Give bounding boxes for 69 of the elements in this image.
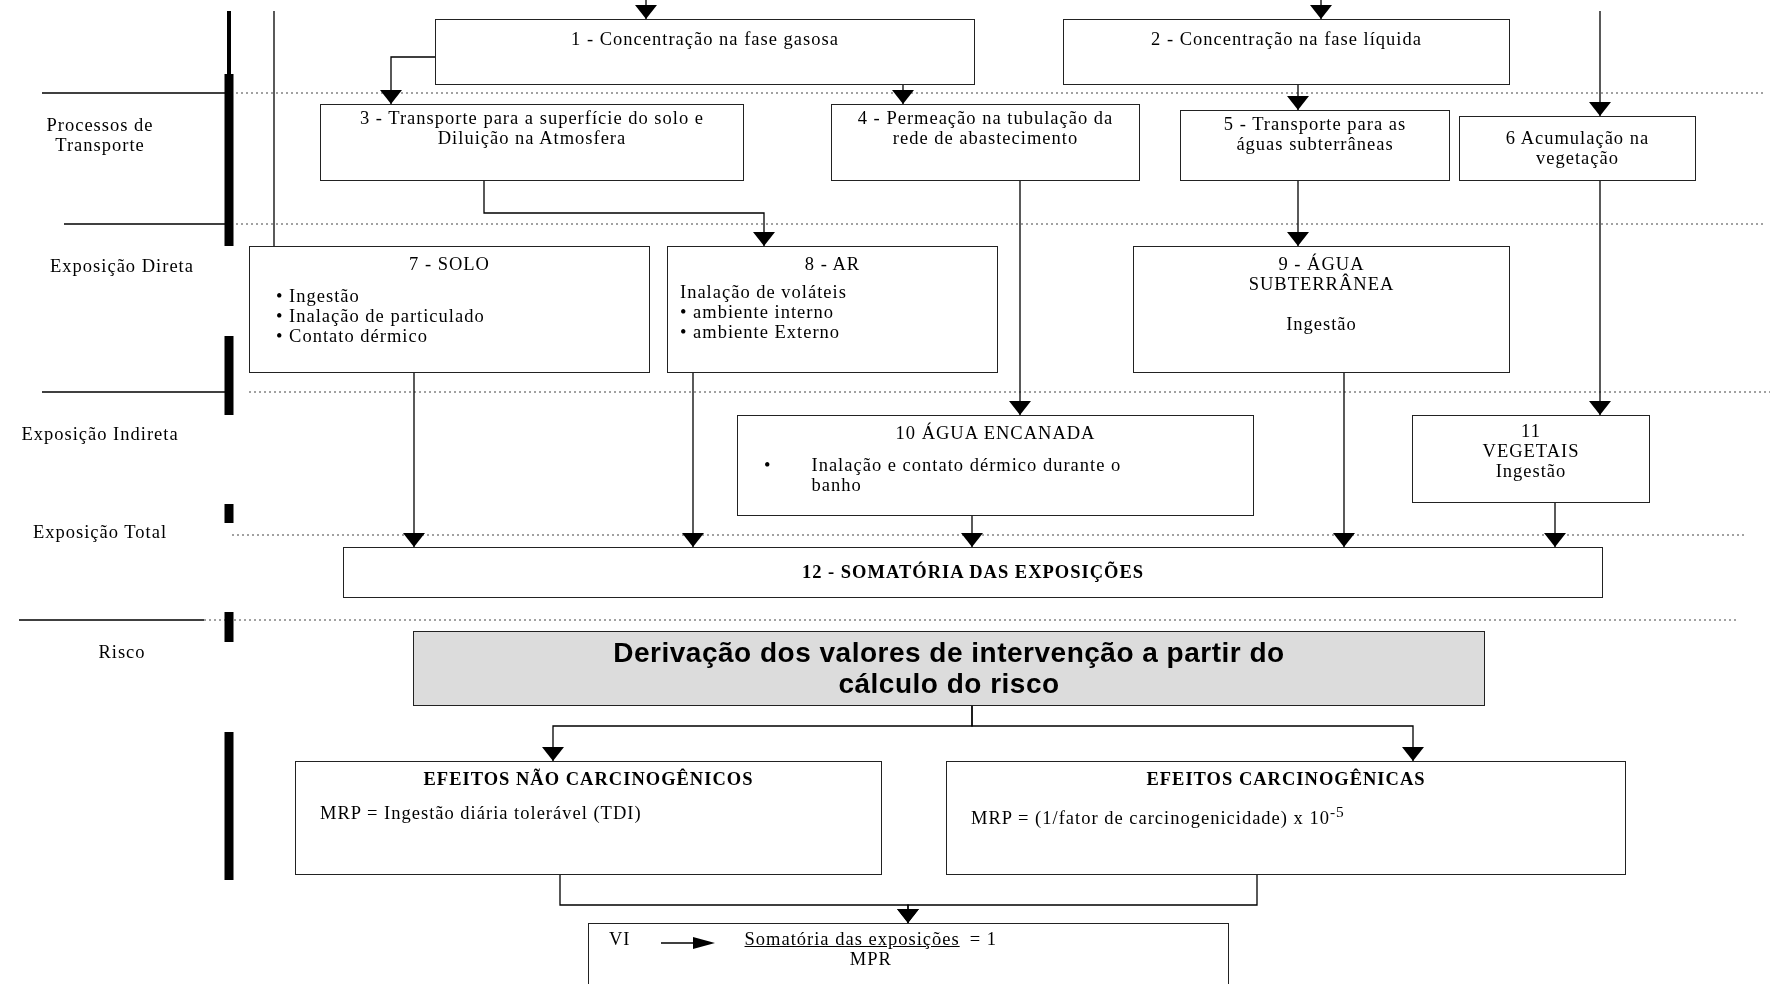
box-text: 6 Acumulação na vegetação: [1504, 129, 1651, 169]
arrow: [483, 180, 775, 247]
arrow: [403, 372, 425, 548]
box-title: 11 VEGETAIS: [1481, 422, 1581, 462]
process-box: [1133, 246, 1510, 373]
vi-text: VI: [609, 930, 631, 950]
box-text: 1 - Concentração na fase gasosa: [571, 30, 839, 50]
bullet-item: • Contato dérmico: [275, 326, 428, 347]
process-box: [1063, 19, 1510, 85]
arrow: [1287, 84, 1309, 111]
process-box: [1412, 415, 1650, 503]
bullet-glyph: •: [764, 455, 772, 476]
bullet-item: • ambiente interno: [680, 302, 835, 323]
formula-text: MRP = Ingestão diária tolerável (TDI): [319, 803, 642, 824]
box-title: 12 - SOMATÓRIA DAS EXPOSIÇÕES: [801, 562, 1145, 583]
arrow: [1287, 180, 1309, 247]
fraction-numerator: Somatória das exposições: [744, 930, 960, 950]
row-label: Processos de Transporte: [45, 116, 155, 156]
process-box: [295, 761, 882, 875]
bullet-item: • Inalação de particulado: [275, 306, 486, 327]
arrow: [1333, 372, 1355, 548]
arrow: [1589, 180, 1611, 416]
box-text: Inalação e contato dérmico durante o banho: [811, 455, 1123, 496]
box-title: 10 ÁGUA ENCANADA: [895, 424, 1096, 444]
fraction-denominator: MPR: [849, 949, 892, 970]
process-box: [831, 104, 1140, 181]
equation-text: = 1: [969, 930, 997, 950]
box-title: 9 - ÁGUA SUBTERRÂNEA: [1247, 255, 1396, 295]
box-text: Ingestão: [1286, 314, 1357, 335]
box-text: 2 - Concentração na fase líquida: [1151, 30, 1422, 50]
arrow: [961, 515, 983, 548]
bullet-item: • ambiente Externo: [680, 322, 842, 343]
arrow: [635, 0, 657, 20]
row-label: Exposição Indireta: [20, 423, 180, 446]
box-text: 3 - Transporte para a superfície do solo e Diluição na Atmosfera: [358, 109, 706, 149]
box-text: Ingestão: [1495, 461, 1567, 482]
arrow: [380, 56, 436, 105]
row-label: Exposição Direta: [49, 255, 195, 278]
arrow: [892, 84, 914, 105]
arrow: [1544, 502, 1566, 548]
row-label: Risco: [97, 643, 147, 663]
arrow: [971, 705, 1424, 762]
box-title: EFEITOS CARCINOGÊNICAS: [1146, 770, 1426, 790]
box-title: EFEITOS NÃO CARCINOGÊNICOS: [423, 770, 754, 790]
box-title: 7 - SOLO: [409, 255, 490, 275]
bullet-item: • Ingestão: [275, 286, 361, 307]
process-box: [588, 923, 1229, 984]
process-box: [1180, 110, 1450, 181]
process-box: [1459, 116, 1696, 181]
box-title: 8 - AR: [804, 255, 861, 275]
box-text: 4 - Permeação na tubulação da rede de abastecimento: [856, 109, 1115, 149]
highlight-box: [413, 631, 1485, 706]
process-box: [320, 104, 744, 181]
process-box: [667, 246, 998, 373]
process-box: [737, 415, 1254, 516]
process-box: [946, 761, 1626, 875]
arrow: [682, 372, 704, 548]
arrow: [1310, 0, 1332, 20]
process-box: [249, 246, 650, 373]
formula-text: MRP = (1/fator de carcinogenicidade) x 10$^{-5}$: [970, 803, 1345, 830]
box-text: Inalação de voláteis: [680, 282, 847, 303]
arrow: [897, 874, 1258, 924]
arrow: [1589, 10, 1611, 117]
box-title: Derivação dos valores de intervenção a partir do cálculo do risco: [612, 638, 1286, 699]
box-text: 5 - Transporte para as águas subterrâneas: [1222, 115, 1408, 155]
arrow: [1009, 180, 1031, 416]
process-box: [435, 19, 975, 85]
row-label: Exposição Total: [31, 523, 169, 543]
process-box: [343, 547, 1603, 598]
